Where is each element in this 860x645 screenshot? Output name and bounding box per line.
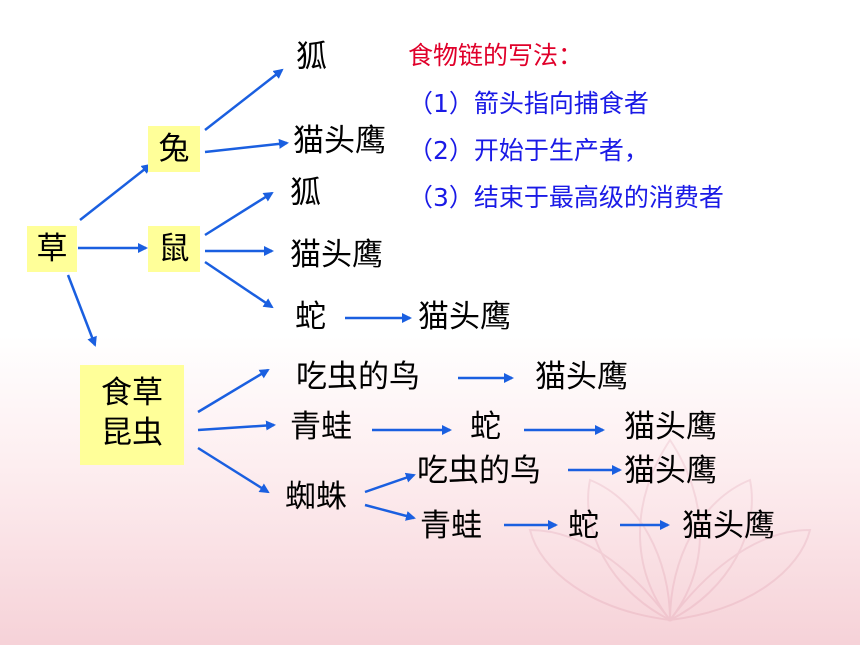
arrow-insect-frog <box>197 420 276 432</box>
arrow-mouse-fox <box>204 191 274 237</box>
node-owl-6: 猫头鹰 <box>624 453 717 489</box>
arrow-grass-rabbit <box>79 163 152 221</box>
node-snake-3: 蛇 <box>568 508 599 544</box>
node-snake-2: 蛇 <box>470 409 501 445</box>
arrow-insect-bird <box>197 368 270 414</box>
notes-rule-2: （2）开始于生产者， <box>408 136 649 165</box>
lotus-watermark-icon <box>528 438 812 622</box>
node-owl-3: 猫头鹰 <box>418 299 511 335</box>
node-frog-2: 青蛙 <box>420 508 482 544</box>
node-frog-1: 青蛙 <box>290 409 352 445</box>
arrow-grass-insect <box>66 274 97 347</box>
food-chain-rules: （1）箭头指向捕食者 （2）开始于生产者， （3）结束于最高级的消费者 <box>408 88 724 214</box>
arrow-rabbit-owl <box>204 138 289 154</box>
node-fox-1: 狐 <box>296 39 327 75</box>
node-fox-2: 狐 <box>290 175 321 211</box>
node-herbivorous-insect: 食草 昆虫 <box>80 365 184 465</box>
node-rabbit: 兔 <box>148 126 200 172</box>
arrow-insect-spider <box>197 446 270 494</box>
node-owl-5: 猫头鹰 <box>624 409 717 445</box>
arrow-spider-frog <box>364 503 416 521</box>
food-chain-notes: 食物链的写法： <box>408 40 583 72</box>
arrow-mouse-snake <box>204 260 274 309</box>
node-insect-line1: 食草 <box>101 375 163 411</box>
node-mouse: 鼠 <box>148 226 200 272</box>
node-grass: 草 <box>27 226 77 272</box>
node-bird-2: 吃虫的鸟 <box>417 453 541 489</box>
node-owl-7: 猫头鹰 <box>682 508 775 544</box>
node-insect-line2: 昆虫 <box>101 415 163 451</box>
node-owl-1: 猫头鹰 <box>293 123 386 159</box>
node-owl-2: 猫头鹰 <box>290 237 383 273</box>
node-spider: 蜘蛛 <box>285 479 347 515</box>
notes-title: 食物链的写法： <box>408 41 584 70</box>
node-snake-1: 蛇 <box>295 299 326 335</box>
arrow-rabbit-fox <box>204 68 284 131</box>
node-owl-4: 猫头鹰 <box>535 359 628 395</box>
arrow-spider-bird <box>364 472 416 494</box>
notes-rule-3: （3）结束于最高级的消费者 <box>408 183 724 212</box>
notes-rule-1: （1）箭头指向捕食者 <box>408 89 649 118</box>
node-bird-1: 吃虫的鸟 <box>296 359 420 395</box>
